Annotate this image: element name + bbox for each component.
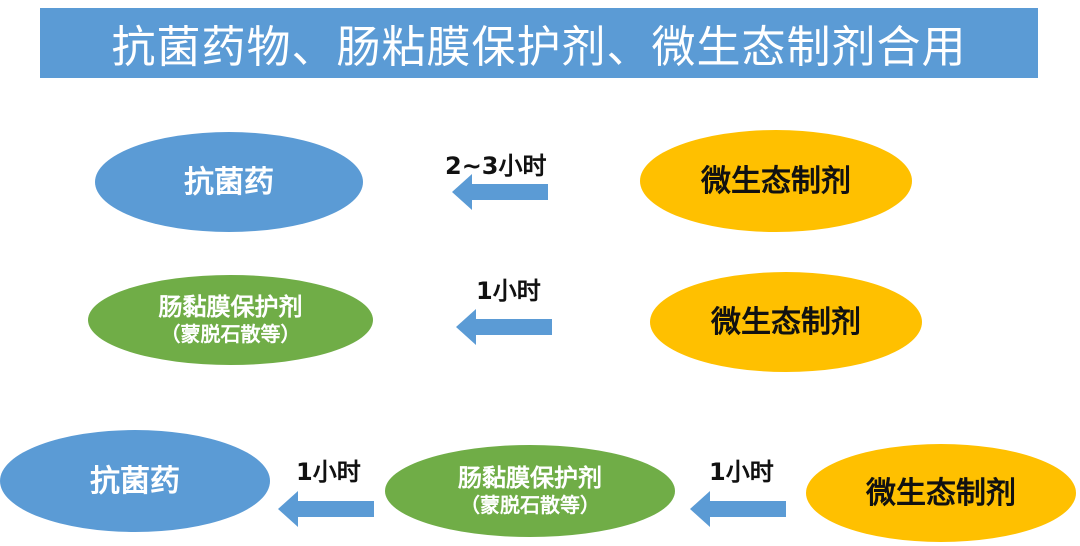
left-arrow-icon — [452, 174, 548, 210]
probiotic-oval-row1: 微生态制剂 — [640, 130, 912, 232]
interval-label-row3b: 1小时 — [709, 458, 774, 486]
left-arrow-icon — [456, 309, 552, 345]
antibiotic-oval-row1: 抗菌药 — [95, 132, 363, 232]
interval-label-row1: 2~3小时 — [445, 152, 547, 180]
title-banner: 抗菌药物、肠粘膜保护剂、微生态制剂合用 — [40, 8, 1038, 78]
mucosal-protectant-example: （蒙脱石散等） — [160, 321, 301, 346]
probiotic-label: 微生态制剂 — [701, 163, 851, 199]
mucosal-protectant-label: 肠黏膜保护剂 — [158, 293, 303, 322]
probiotic-label: 微生态制剂 — [711, 304, 861, 340]
antibiotic-label: 抗菌药 — [184, 164, 274, 200]
left-arrow-icon — [278, 491, 374, 527]
mucosal-protectant-oval-row3: 肠黏膜保护剂 （蒙脱石散等） — [385, 445, 675, 537]
probiotic-oval-row2: 微生态制剂 — [650, 272, 922, 372]
left-arrow-icon — [690, 491, 786, 527]
interval-label-row2: 1小时 — [476, 277, 541, 305]
mucosal-protectant-example: （蒙脱石散等） — [460, 492, 600, 517]
probiotic-oval-row3: 微生态制剂 — [806, 444, 1076, 542]
mucosal-protectant-oval-row2: 肠黏膜保护剂 （蒙脱石散等） — [88, 275, 373, 365]
mucosal-protectant-label: 肠黏膜保护剂 — [458, 464, 602, 493]
diagram-title: 抗菌药物、肠粘膜保护剂、微生态制剂合用 — [111, 22, 967, 73]
probiotic-label: 微生态制剂 — [866, 475, 1016, 511]
antibiotic-oval-row3: 抗菌药 — [0, 430, 270, 532]
antibiotic-label: 抗菌药 — [90, 463, 180, 499]
interval-label-row3a: 1小时 — [296, 458, 361, 486]
